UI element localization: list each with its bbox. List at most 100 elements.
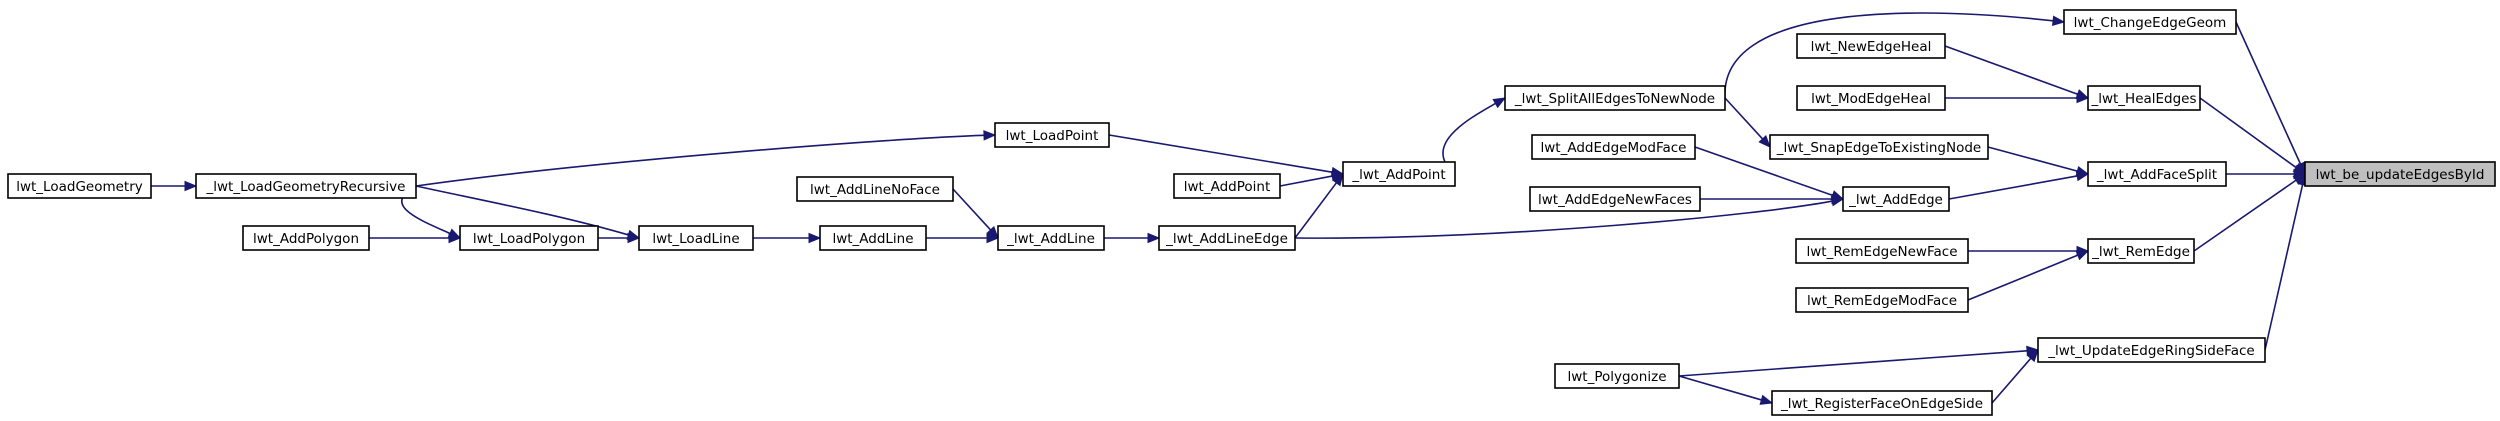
node-box <box>1796 33 1946 59</box>
node-lwt-newedgeheal[interactable]: lwt_NewEdgeHeal <box>1796 33 1946 59</box>
node-label: _lwt_UpdateEdgeRingSideFace <box>2047 343 2254 359</box>
node-box <box>1504 85 1726 111</box>
node-label: lwt_Polygonize <box>1567 369 1666 385</box>
node-lwt-updateedgeringsideface[interactable]: _lwt_UpdateEdgeRingSideFace <box>2037 337 2266 363</box>
arrowhead-lwt-loadline-to-lwt-addline <box>808 232 822 244</box>
node-label: lwt_AddPoint <box>1184 179 1271 195</box>
node-box <box>1529 186 1701 212</box>
node-label: lwt_LoadPoint <box>1006 128 1099 144</box>
node-lwt-addline[interactable]: _lwt_AddLine <box>997 225 1105 251</box>
edge-lwt-snapedgetoexistingnode-to-lwt-addfacesplit <box>1987 146 2078 172</box>
node-lwt-healedges[interactable]: _lwt_HealEdges <box>2087 85 2201 111</box>
edge-lwt-splitalledgestonewnode-to-lwt-snapedgetoexistingnode <box>1724 97 1764 140</box>
arrowhead-lwt-loadpolygon-to-lwt-loadline <box>627 232 641 244</box>
node-box <box>2304 161 2496 187</box>
node-box <box>1771 390 1993 416</box>
edge-lwt-remedgemodface-to-lwt-remedge <box>1967 254 2079 301</box>
node-lwt-addedge[interactable]: _lwt_AddEdge <box>1842 186 1950 212</box>
edge-lwt-addlineedge-to-lwt-addpoint <box>1294 182 1338 239</box>
node-label: lwt_ChangeEdgeGeom <box>2074 15 2227 31</box>
node-lwt-changeedgegeom[interactable]: lwt_ChangeEdgeGeom <box>2063 9 2237 35</box>
node-lwt-registerfaceonedgeside[interactable]: _lwt_RegisterFaceOnEdgeSide <box>1771 390 1993 416</box>
node-lwt-addlinenoface[interactable]: lwt_AddLineNoFace <box>796 176 954 202</box>
arrowhead-lwt-splitalledgestonewnode-to-lwt-changeedgegeom <box>2051 15 2066 26</box>
node-label: lwt_be_updateEdgesById <box>2316 167 2485 183</box>
edge-lwt-addpoint-to-lwt-addpoint <box>1279 175 1333 187</box>
node-lwt-remedge[interactable]: _lwt_RemEdge <box>2087 238 2195 264</box>
node-lwt-be-updateedgesbyid[interactable]: lwt_be_updateEdgesById <box>2304 161 2496 187</box>
edges-layer <box>151 12 2308 405</box>
arrowhead-lwt-addline-to-lwt-addline <box>986 232 1000 244</box>
edge-lwt-loadgeometryrecursive-to-lwt-loadpoint <box>415 134 985 187</box>
node-lwt-addedgenewfaces[interactable]: lwt_AddEdgeNewFaces <box>1529 186 1701 212</box>
node-box <box>2087 161 2227 187</box>
node-box <box>796 176 954 202</box>
arrowhead-lwt-loadgeometryrecursive-to-lwt-loadpoint <box>983 130 997 141</box>
node-box <box>1158 225 1296 251</box>
edge-lwt-loadgeometryrecursive-to-lwt-loadline <box>415 185 629 236</box>
node-label: lwt_RemEdgeModFace <box>1807 293 1957 309</box>
node-lwt-remedgemodface[interactable]: lwt_RemEdgeModFace <box>1795 287 1969 313</box>
node-box <box>1769 134 1989 160</box>
edge-lwt-addlineedge-to-lwt-addedge <box>1294 200 1833 239</box>
edge-lwt-updateedgeringsideface-to-lwt-be-updateedgesbyid <box>2264 184 2304 351</box>
node-lwt-loadgeometryrecursive[interactable]: _lwt_LoadGeometryRecursive <box>195 173 417 199</box>
node-lwt-modedgeheal[interactable]: lwt_ModEdgeHeal <box>1796 85 1946 111</box>
arrowhead-lwt-polygonize-to-lwt-registerfaceonedgeside <box>1759 394 1774 405</box>
arrowhead-lwt-addline-to-lwt-addlineedge <box>1147 232 1161 244</box>
node-label: _lwt_AddLine <box>1006 231 1095 247</box>
node-label: _lwt_LoadGeometryRecursive <box>206 179 406 195</box>
edge-lwt-addedgemodface-to-lwt-addedge <box>1694 146 1833 197</box>
node-box <box>7 173 152 199</box>
node-lwt-addedgemodface[interactable]: lwt_AddEdgeModFace <box>1531 134 1696 160</box>
arrowhead-lwt-registerfaceonedgeside-to-lwt-updateedgeringsideface <box>2026 349 2039 363</box>
node-label: lwt_LoadGeometry <box>16 179 143 195</box>
node-lwt-loadline[interactable]: lwt_LoadLine <box>638 225 754 251</box>
edge-lwt-polygonize-to-lwt-updateedgeringsideface <box>1678 349 2028 377</box>
node-box <box>2063 9 2237 35</box>
node-label: lwt_AddEdgeNewFaces <box>1538 192 1692 208</box>
node-box <box>994 122 1110 148</box>
node-box <box>819 225 927 251</box>
arrowhead-lwt-addpoint-to-lwt-splitalledgestonewnode <box>1492 97 1507 109</box>
node-lwt-addpoint[interactable]: _lwt_AddPoint <box>1342 161 1456 187</box>
node-label: _lwt_SplitAllEdgesToNewNode <box>1514 91 1715 107</box>
nodes-layer: lwt_be_updateEdgesById _lwt_AddFaceSplit _… <box>7 9 2496 416</box>
node-box <box>1173 173 1281 199</box>
node-lwt-addline[interactable]: lwt_AddLine <box>819 225 927 251</box>
node-label: lwt_ModEdgeHeal <box>1811 91 1931 107</box>
arrowhead-lwt-splitalledgestonewnode-to-lwt-snapedgetoexistingnode <box>1758 134 1771 148</box>
node-label: lwt_LoadPolygon <box>473 231 585 247</box>
node-label: _lwt_SnapEdgeToExistingNode <box>1776 140 1981 156</box>
arrowhead-lwt-addlineedge-to-lwt-addpoint <box>1331 172 1344 187</box>
node-label: lwt_LoadLine <box>652 231 739 247</box>
node-lwt-loadgeometry[interactable]: lwt_LoadGeometry <box>7 173 152 199</box>
node-box <box>1795 238 1969 264</box>
node-label: lwt_AddPolygon <box>253 231 359 247</box>
edge-lwt-loadpoint-to-lwt-addpoint <box>1108 134 1333 173</box>
edge-lwt-splitalledgestonewnode-to-lwt-changeedgegeom <box>1724 12 2054 99</box>
node-lwt-remedgenewface[interactable]: lwt_RemEdgeNewFace <box>1795 238 1969 264</box>
edge-lwt-addedge-to-lwt-addfacesplit <box>1948 175 2078 200</box>
node-label: lwt_AddEdgeModFace <box>1541 140 1687 156</box>
node-lwt-splitalledgestonewnode[interactable]: _lwt_SplitAllEdgesToNewNode <box>1504 85 1726 111</box>
node-lwt-addfacesplit[interactable]: _lwt_AddFaceSplit <box>2087 161 2227 187</box>
node-box <box>2087 238 2195 264</box>
node-lwt-addlineedge[interactable]: _lwt_AddLineEdge <box>1158 225 1296 251</box>
node-lwt-loadpolygon[interactable]: lwt_LoadPolygon <box>459 225 599 251</box>
node-lwt-loadpoint[interactable]: lwt_LoadPoint <box>994 122 1110 148</box>
edge-lwt-polygonize-to-lwt-registerfaceonedgeside <box>1678 375 1762 401</box>
node-label: _lwt_RegisterFaceOnEdgeSide <box>1780 396 1983 412</box>
node-box <box>195 173 417 199</box>
node-lwt-polygonize[interactable]: lwt_Polygonize <box>1554 363 1680 389</box>
node-lwt-snapedgetoexistingnode[interactable]: _lwt_SnapEdgeToExistingNode <box>1769 134 1989 160</box>
arrowhead-lwt-loadgeometry-to-lwt-loadgeometryrecursive <box>184 180 198 192</box>
node-label: _lwt_RemEdge <box>2091 244 2190 260</box>
node-box <box>242 225 370 251</box>
edge-lwt-remedge-to-lwt-be-updateedgesbyid <box>2193 179 2297 252</box>
node-label: lwt_RemEdgeNewFace <box>1806 244 1957 260</box>
node-lwt-addpolygon[interactable]: lwt_AddPolygon <box>242 225 370 251</box>
node-lwt-addpoint[interactable]: lwt_AddPoint <box>1173 173 1281 199</box>
node-label: lwt_AddLine <box>832 231 913 247</box>
edge-lwt-healedges-to-lwt-be-updateedgesbyid <box>2199 97 2297 169</box>
